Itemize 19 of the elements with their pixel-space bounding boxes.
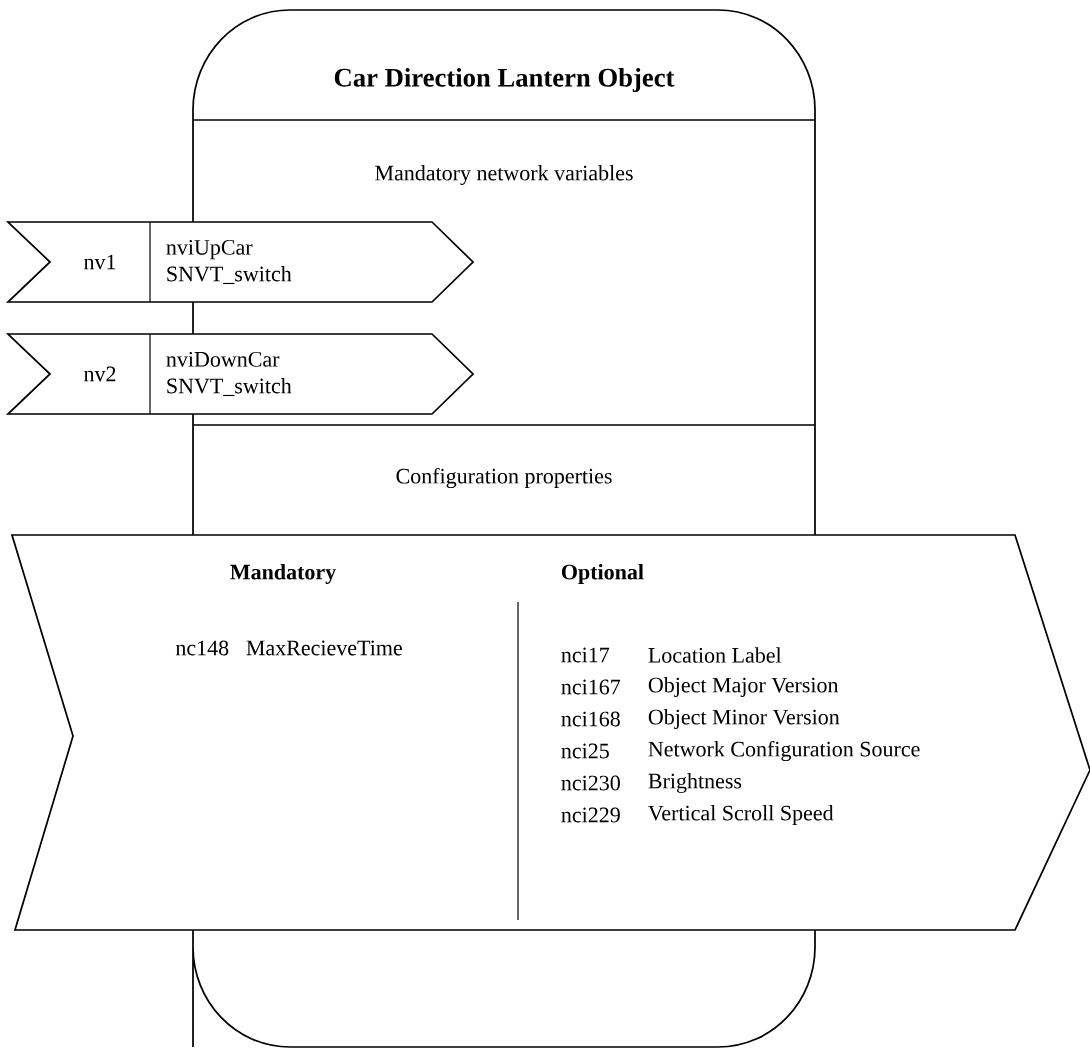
section-heading: Mandatory network variables (375, 165, 633, 185)
property-code: nc148 (175, 640, 229, 656)
column-heading: Optional (561, 564, 644, 584)
property-code: nci230 (561, 775, 620, 791)
column-heading: Mandatory (230, 564, 336, 584)
section-heading: Configuration properties (396, 467, 612, 489)
property-name: MaxRecieveTime (246, 640, 402, 656)
property-name: Brightness (648, 773, 742, 793)
property-name: Network Configuration Source (648, 740, 920, 762)
property-name: Location Label (648, 647, 782, 663)
property-code: nci167 (561, 679, 621, 695)
property-code: nci229 (561, 807, 620, 823)
property-code: nci168 (561, 711, 620, 727)
property-code: nci25 (561, 743, 609, 759)
property-name: Vertical Scroll Speed (648, 805, 834, 825)
property-name: Object Minor Version (648, 709, 840, 729)
property-code: nci17 (561, 647, 610, 663)
object-title: Car Direction Lantern Object (334, 67, 675, 93)
property-name: Object Major Version (648, 677, 839, 697)
